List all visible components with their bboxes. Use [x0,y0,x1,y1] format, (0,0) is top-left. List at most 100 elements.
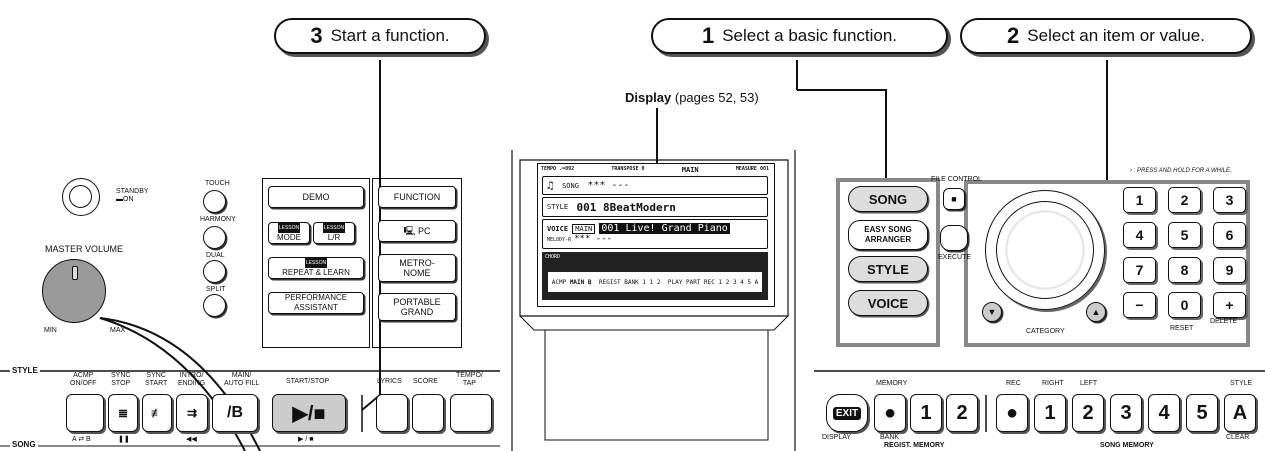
right-label: RIGHT [1042,380,1064,387]
main-autofill-button[interactable]: /B [212,394,258,432]
lyrics-label: LYRICS [377,378,402,385]
standby-button[interactable] [62,178,100,216]
key-7-button[interactable]: 7 [1123,257,1156,283]
bank-label: BANK [880,434,900,441]
max-label: MAX [110,327,126,334]
master-volume-label: MASTER VOLUME [45,244,124,254]
key-0-button[interactable]: 0 [1168,292,1201,318]
dual-button[interactable] [203,260,226,283]
intro-ending-label: INTRO/ ENDING [178,372,206,387]
split-button[interactable] [203,294,226,317]
style-label: STYLE [1230,380,1253,387]
sync-start-label: SYNC START [145,372,168,387]
delete-label: DELETE [1210,318,1238,325]
left-label: LEFT [1080,380,1098,387]
sync-stop-button[interactable]: ≣ [108,394,138,432]
demo-button[interactable]: DEMO [268,186,364,208]
song-track-3-button[interactable]: 3 [1110,394,1142,432]
song-section-label: SONG [10,440,38,449]
song-track-a-button[interactable]: A [1224,394,1256,432]
style-section-label: STYLE [10,366,40,375]
lesson-panel [262,178,370,348]
key-9-button[interactable]: 9 [1213,257,1246,283]
intro-ending-button[interactable]: ⇉ [176,394,208,432]
song-track-1-button[interactable]: 1 [1034,394,1066,432]
data-dial[interactable] [985,190,1105,310]
acmp-onoff-button[interactable] [66,394,104,432]
press-hold-note: ⸗ : PRESS AND HOLD FOR A WHILE. [1130,168,1232,174]
function-panel [372,178,462,348]
category-up-button[interactable]: ▲ [1086,302,1106,322]
execute-button[interactable] [940,225,968,251]
song-memory-label: SONG MEMORY [1100,442,1154,449]
tempo-tap-label: TEMPO/ TAP [456,372,483,387]
regist-memory-set-button[interactable]: ● [874,394,906,432]
category-down-button[interactable]: ▼ [982,302,1002,322]
start-stop-button[interactable]: ▶/■ [272,394,346,432]
split-label: SPLIT [206,286,226,293]
performance-assistant-button[interactable]: PERFORMANCE ASSISTANT [268,292,364,314]
min-label: MIN [44,327,57,334]
pause-label: ❚❚ [118,436,130,443]
song-track-2-button[interactable]: 2 [1072,394,1104,432]
touch-label: TOUCH [205,180,230,187]
acmp-onoff-label: ACMP ON/OFF [70,372,97,387]
harmony-label: HARMONY [200,216,236,223]
sync-start-button[interactable]: ≢ [142,394,172,432]
file-control-label: FILE CONTROL [931,176,982,183]
lcd-song-row: ♫ SONG *** --- [542,176,768,195]
key-5-button[interactable]: 5 [1168,222,1201,248]
key-plus-button[interactable]: + [1213,292,1246,318]
main-autofill-label: MAIN/ AUTO FILL [224,372,260,387]
song-track-4-button[interactable]: 4 [1148,394,1180,432]
clear-label: CLEAR [1226,434,1250,441]
sync-stop-label: SYNC STOP [111,372,131,387]
key-4-button[interactable]: 4 [1123,222,1156,248]
exit-button[interactable]: EXIT [826,394,868,432]
key-2-button[interactable]: 2 [1168,187,1201,213]
regist-memory-1-button[interactable]: 1 [910,394,942,432]
lyrics-button[interactable] [376,394,408,432]
touch-button[interactable] [203,190,226,213]
function-button[interactable]: FUNCTION [378,186,456,208]
master-volume-knob[interactable] [40,256,128,326]
song-rec-button[interactable]: ● [996,394,1028,432]
harmony-button[interactable] [203,226,226,249]
score-button[interactable] [412,394,444,432]
key-3-button[interactable]: 3 [1213,187,1246,213]
dual-label: DUAL [206,252,225,259]
key-6-button[interactable]: 6 [1213,222,1246,248]
metronome-button[interactable]: METRO- NOME [378,254,456,282]
style-button[interactable]: STYLE [848,256,928,282]
file-control-button[interactable]: ■ [943,188,965,210]
tempo-tap-button[interactable] [450,394,492,432]
key-1-button[interactable]: 1 [1123,187,1156,213]
portable-grand-button[interactable]: PORTABLE GRAND [378,293,456,321]
easy-song-arranger-button[interactable]: EASY SONG ARRANGER [848,220,928,250]
key-8-button[interactable]: 8 [1168,257,1201,283]
lcd-style-row: STYLE 001 8BeatModern [542,197,768,217]
key-minus-button[interactable]: − [1123,292,1156,318]
ab-label: A ⇄ B [72,436,91,443]
song-button[interactable]: SONG [848,186,928,212]
rec-label: REC [1006,380,1021,387]
voice-button[interactable]: VOICE [848,290,928,316]
pc-button[interactable]: 🖳 PC [378,220,456,242]
save-icon: ■ [951,194,957,204]
regist-memory-2-button[interactable]: 2 [946,394,978,432]
display-label: Display (pages 52, 53) [625,90,759,105]
play-label: ▶ / ■ [298,436,314,443]
start-stop-label: START/STOP [286,378,330,385]
song-track-5-button[interactable]: 5 [1186,394,1218,432]
lcd-chord-area: CHORD ACMP MAIN B REGIST BANK 1 1 2 PLAY… [542,252,768,300]
standby-label: STANDBY ▬ON [116,188,149,203]
regist-memory-label: REGIST. MEMORY [884,442,945,449]
